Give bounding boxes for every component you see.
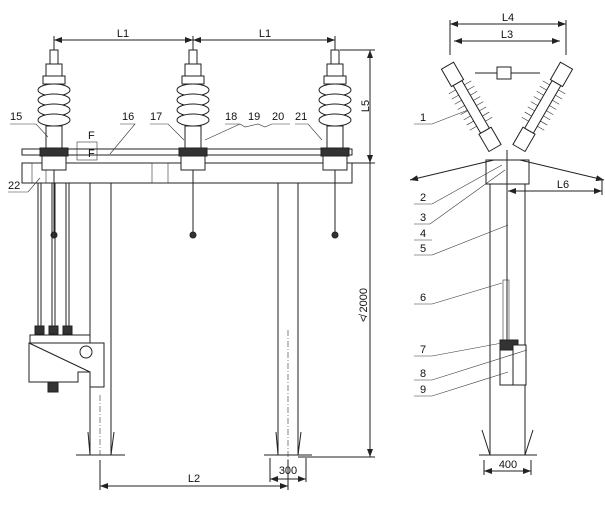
dim-l4: L4 <box>502 12 514 24</box>
section-mark-f-top: F <box>88 130 95 142</box>
callout-16: 16 <box>122 111 134 123</box>
left-post <box>89 182 112 456</box>
insulator-phase-a <box>37 49 71 239</box>
callout-2: 2 <box>420 192 426 204</box>
callout-15: 15 <box>10 111 22 123</box>
dim-l5: L5 <box>360 100 372 112</box>
front-view: L1 L1 L5 ≮ 2000 L2 300 15 16 17 18 19 20… <box>8 28 375 490</box>
callout-3: 3 <box>420 212 426 224</box>
callout-6: 6 <box>420 292 426 304</box>
operating-mechanism-box <box>28 342 105 388</box>
callout-22: 22 <box>8 180 20 192</box>
callout-5: 5 <box>420 243 426 255</box>
section-mark-f-bottom: F <box>88 148 95 160</box>
callout-20: 20 <box>272 111 284 123</box>
callout-4: 4 <box>420 228 426 240</box>
callout-19: 19 <box>248 111 260 123</box>
callout-17: 17 <box>150 111 162 123</box>
dim-l1-right: L1 <box>259 28 271 40</box>
callout-8: 8 <box>420 368 426 380</box>
dim-height-2000: ≮ 2000 <box>358 288 370 322</box>
dim-l2: L2 <box>188 473 200 485</box>
mechanism-bracket <box>29 334 91 344</box>
dim-l6: L6 <box>557 179 569 191</box>
dim-l3: L3 <box>501 29 513 41</box>
right-post <box>277 182 299 456</box>
dim-400: 400 <box>499 459 517 471</box>
insulator-phase-c <box>318 49 352 239</box>
callout-18: 18 <box>225 111 237 123</box>
insulator-phase-b <box>176 49 210 239</box>
side-insulator-left <box>440 61 502 153</box>
side-view: L4 L3 L6 400 1 2 3 4 5 6 7 8 9 <box>409 12 605 475</box>
callout-7: 7 <box>420 344 426 356</box>
callout-1: 1 <box>420 112 426 124</box>
dim-300: 300 <box>279 465 297 477</box>
callout-9: 9 <box>420 384 426 396</box>
callout-21: 21 <box>295 111 307 123</box>
dim-l1-left: L1 <box>117 28 129 40</box>
side-insulator-right <box>512 61 574 153</box>
